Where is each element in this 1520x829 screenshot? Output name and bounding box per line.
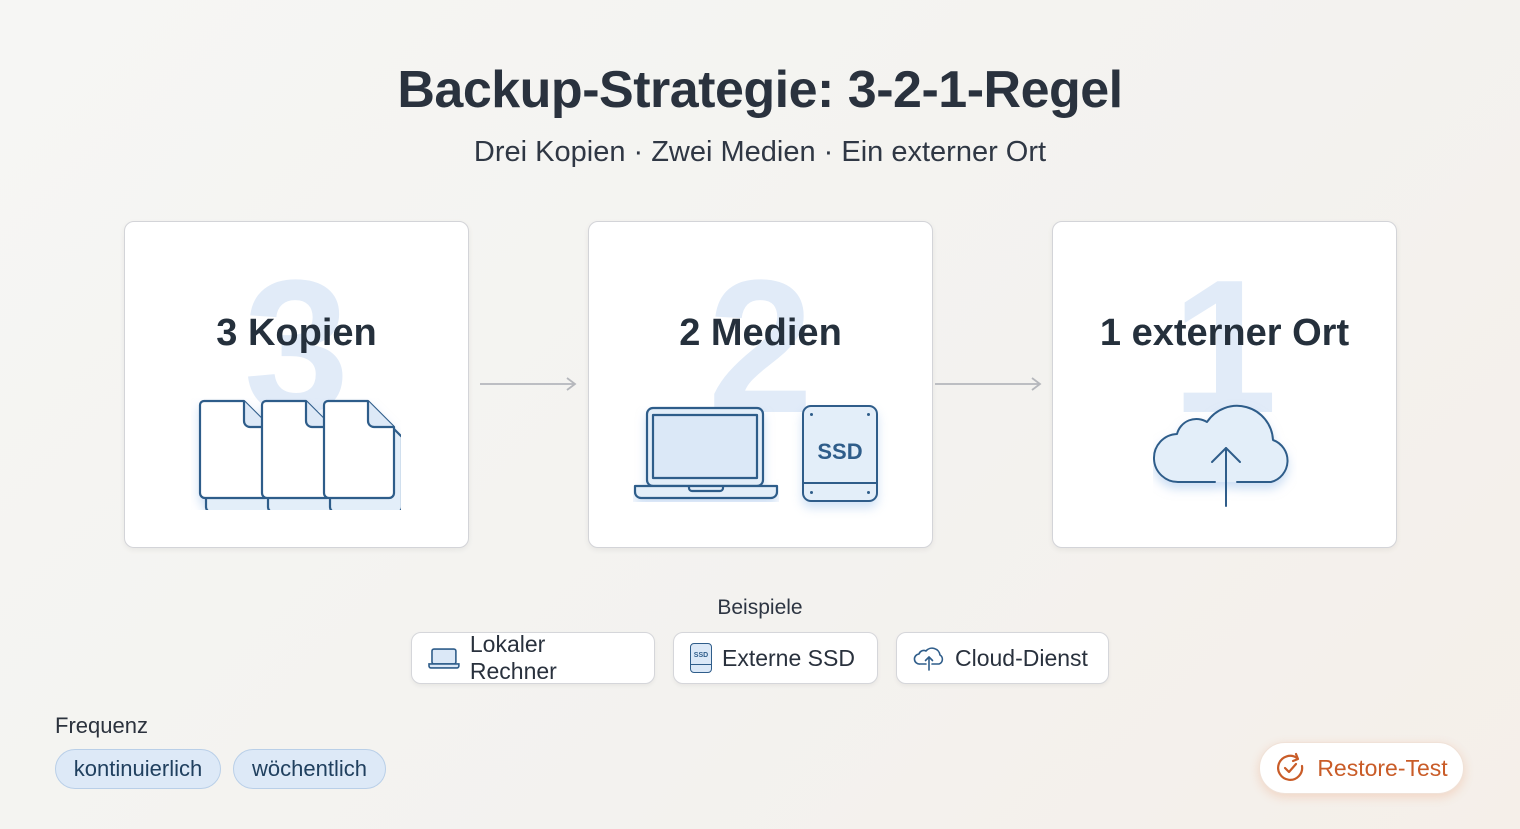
- cloud-upload-icon: [913, 647, 944, 671]
- ssd-icon-text: SSD: [693, 652, 709, 659]
- frequency-label: Frequenz: [55, 713, 148, 738]
- page-title: Backup-Strategie: 3-2-1-Regel: [397, 61, 1123, 119]
- ssd-icon: SSD: [802, 405, 878, 502]
- restore-test-label: Restore-Test: [1317, 754, 1448, 781]
- restore-test-button[interactable]: Restore-Test: [1259, 742, 1464, 794]
- frequency-pill-weekly[interactable]: wöchentlich: [233, 749, 386, 789]
- chip-label: Lokaler Rechner: [469, 631, 557, 684]
- cloud-upload-icon: [1153, 404, 1289, 507]
- frequency-pill-continuous[interactable]: kontinuierlich: [55, 749, 221, 789]
- laptop-icon: [633, 406, 779, 500]
- card-copies: 3 3 Kopien: [124, 221, 469, 548]
- laptop-icon: [428, 648, 460, 669]
- card-label: 2 Medien: [679, 312, 842, 354]
- example-chip-ssd[interactable]: SSD Externe SSD: [673, 632, 878, 684]
- example-chip-local[interactable]: Lokaler Rechner: [411, 631, 655, 684]
- card-label: 1 externer Ort: [1099, 312, 1350, 354]
- page-subtitle: Drei Kopien · Zwei Medien · Ein externer…: [473, 136, 1047, 168]
- ssd-text: SSD: [817, 439, 863, 464]
- examples-label: Beispiele: [717, 596, 803, 619]
- card-label: 3 Kopien: [216, 312, 377, 354]
- documents-icon: [198, 399, 401, 510]
- chip-label: Externe SSD: [722, 644, 855, 671]
- card-media: 2 2 Medien SSD: [588, 221, 933, 548]
- card-offsite: 1 1 externer Ort: [1052, 221, 1397, 548]
- refresh-check-icon: [1277, 752, 1304, 781]
- chip-label: Cloud-Dienst: [955, 644, 1088, 671]
- arrow-right-icon: [935, 377, 1042, 391]
- ssd-icon: SSD: [690, 643, 712, 673]
- example-chip-cloud[interactable]: Cloud-Dienst: [896, 632, 1109, 684]
- arrow-right-icon: [480, 377, 577, 391]
